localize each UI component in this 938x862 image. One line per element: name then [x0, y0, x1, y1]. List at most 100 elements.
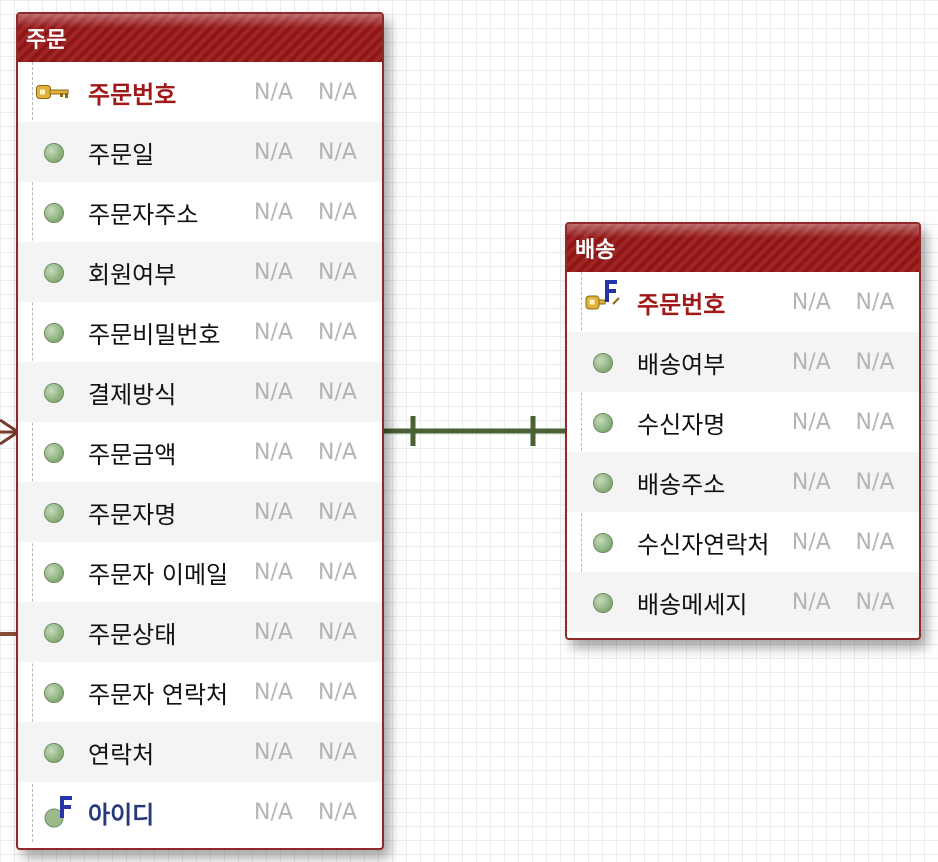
entity-delivery-title: 배송: [575, 238, 616, 263]
field-name: 주문금액: [88, 440, 177, 469]
field-col1: N/A: [254, 439, 293, 465]
field-col2: N/A: [318, 679, 357, 705]
field-name: 아이디: [88, 800, 155, 829]
field-name: 수신자연락처: [637, 530, 770, 559]
field-row[interactable]: 수신자명 N/A N/A: [567, 392, 919, 452]
field-col2: N/A: [318, 199, 357, 225]
field-row[interactable]: 아이디 N/A N/A: [18, 782, 382, 842]
field-name: 주문일: [88, 140, 155, 169]
field-row[interactable]: 주문자명 N/A N/A: [18, 482, 382, 542]
field-row[interactable]: 주문자 연락처 N/A N/A: [18, 662, 382, 722]
field-row[interactable]: 회원여부 N/A N/A: [18, 242, 382, 302]
field-name: 수신자명: [637, 410, 726, 439]
field-row[interactable]: 수신자연락처 N/A N/A: [567, 512, 919, 572]
field-row[interactable]: 배송메세지 N/A N/A: [567, 572, 919, 632]
field-row[interactable]: 주문번호 N/A N/A: [18, 62, 382, 122]
field-name: 주문자주소: [88, 200, 199, 229]
field-col1: N/A: [254, 319, 293, 345]
field-name: 결제방식: [88, 380, 177, 409]
field-col2: N/A: [318, 619, 357, 645]
field-name: 주문자 이메일: [88, 560, 229, 589]
foreign-key-icon: [18, 782, 88, 842]
field-name: 주문자명: [88, 500, 177, 529]
attribute-dot-icon: [18, 242, 88, 302]
field-col1: N/A: [791, 349, 831, 375]
field-col1: N/A: [791, 529, 831, 555]
entity-order-header[interactable]: 주문: [18, 14, 382, 62]
entity-order-fields: 주문번호 N/A N/A 주문일 N/A N/A 주문자주소 N/A N/A 회…: [18, 62, 382, 842]
field-col2: N/A: [318, 499, 357, 525]
field-name: 주문상태: [88, 620, 177, 649]
field-row[interactable]: 결제방식 N/A N/A: [18, 362, 382, 422]
field-col1: N/A: [791, 469, 831, 495]
attribute-dot-icon: [567, 512, 637, 572]
field-col1: N/A: [254, 679, 293, 705]
field-row[interactable]: 연락처 N/A N/A: [18, 722, 382, 782]
field-col2: N/A: [318, 379, 357, 405]
field-col2: N/A: [855, 589, 895, 615]
field-col2: N/A: [855, 349, 895, 375]
field-col2: N/A: [855, 529, 895, 555]
attribute-dot-icon: [18, 362, 88, 422]
field-col1: N/A: [254, 559, 293, 585]
entity-order-title: 주문: [26, 28, 67, 53]
field-name: 배송메세지: [637, 590, 748, 619]
field-col1: N/A: [791, 409, 831, 435]
primary-key-icon: [18, 62, 88, 122]
field-row[interactable]: 주문자 이메일 N/A N/A: [18, 542, 382, 602]
field-col1: N/A: [254, 619, 293, 645]
field-col1: N/A: [254, 259, 293, 285]
entity-delivery-header[interactable]: 배송: [567, 224, 919, 272]
field-col1: N/A: [254, 199, 293, 225]
field-col2: N/A: [318, 739, 357, 765]
field-row[interactable]: 주문일 N/A N/A: [18, 122, 382, 182]
field-name: 배송여부: [637, 350, 726, 379]
field-name: 주문번호: [88, 80, 177, 109]
attribute-dot-icon: [18, 182, 88, 242]
entity-order[interactable]: 주문 주문번호 N/A N/A 주문일 N/A N/A: [16, 12, 384, 850]
field-name: 연락처: [88, 740, 155, 769]
field-col1: N/A: [254, 799, 293, 825]
attribute-dot-icon: [567, 332, 637, 392]
field-row[interactable]: 주문자주소 N/A N/A: [18, 182, 382, 242]
attribute-dot-icon: [18, 422, 88, 482]
field-col1: N/A: [254, 139, 293, 165]
field-row[interactable]: 주문금액 N/A N/A: [18, 422, 382, 482]
field-name: 주문번호: [637, 290, 726, 319]
attribute-dot-icon: [18, 482, 88, 542]
primary-foreign-key-icon: [567, 272, 637, 332]
field-col2: N/A: [318, 139, 357, 165]
field-col2: N/A: [318, 79, 357, 105]
field-col2: N/A: [318, 319, 357, 345]
entity-delivery[interactable]: 배송 주문번호 N/A N/A 배송여부 N/A N/A: [565, 222, 921, 640]
field-col2: N/A: [318, 439, 357, 465]
entity-delivery-fields: 주문번호 N/A N/A 배송여부 N/A N/A 수신자명 N/A N/A 배…: [567, 272, 919, 632]
attribute-dot-icon: [567, 572, 637, 632]
field-name: 주문자 연락처: [88, 680, 229, 709]
field-col1: N/A: [254, 739, 293, 765]
field-col1: N/A: [254, 499, 293, 525]
field-row[interactable]: 주문상태 N/A N/A: [18, 602, 382, 662]
field-name: 회원여부: [88, 260, 177, 289]
field-col2: N/A: [855, 409, 895, 435]
field-name: 주문비밀번호: [88, 320, 221, 349]
attribute-dot-icon: [18, 542, 88, 602]
field-col1: N/A: [791, 589, 831, 615]
attribute-dot-icon: [567, 452, 637, 512]
field-col1: N/A: [254, 79, 293, 105]
field-col2: N/A: [855, 289, 895, 315]
attribute-dot-icon: [18, 662, 88, 722]
attribute-dot-icon: [18, 722, 88, 782]
field-row[interactable]: 배송주소 N/A N/A: [567, 452, 919, 512]
field-col2: N/A: [318, 559, 357, 585]
attribute-dot-icon: [18, 302, 88, 362]
field-col2: N/A: [318, 259, 357, 285]
attribute-dot-icon: [18, 122, 88, 182]
field-row[interactable]: 주문비밀번호 N/A N/A: [18, 302, 382, 362]
field-row[interactable]: 주문번호 N/A N/A: [567, 272, 919, 332]
attribute-dot-icon: [18, 602, 88, 662]
field-col1: N/A: [254, 379, 293, 405]
field-col2: N/A: [318, 799, 357, 825]
field-row[interactable]: 배송여부 N/A N/A: [567, 332, 919, 392]
field-col2: N/A: [855, 469, 895, 495]
